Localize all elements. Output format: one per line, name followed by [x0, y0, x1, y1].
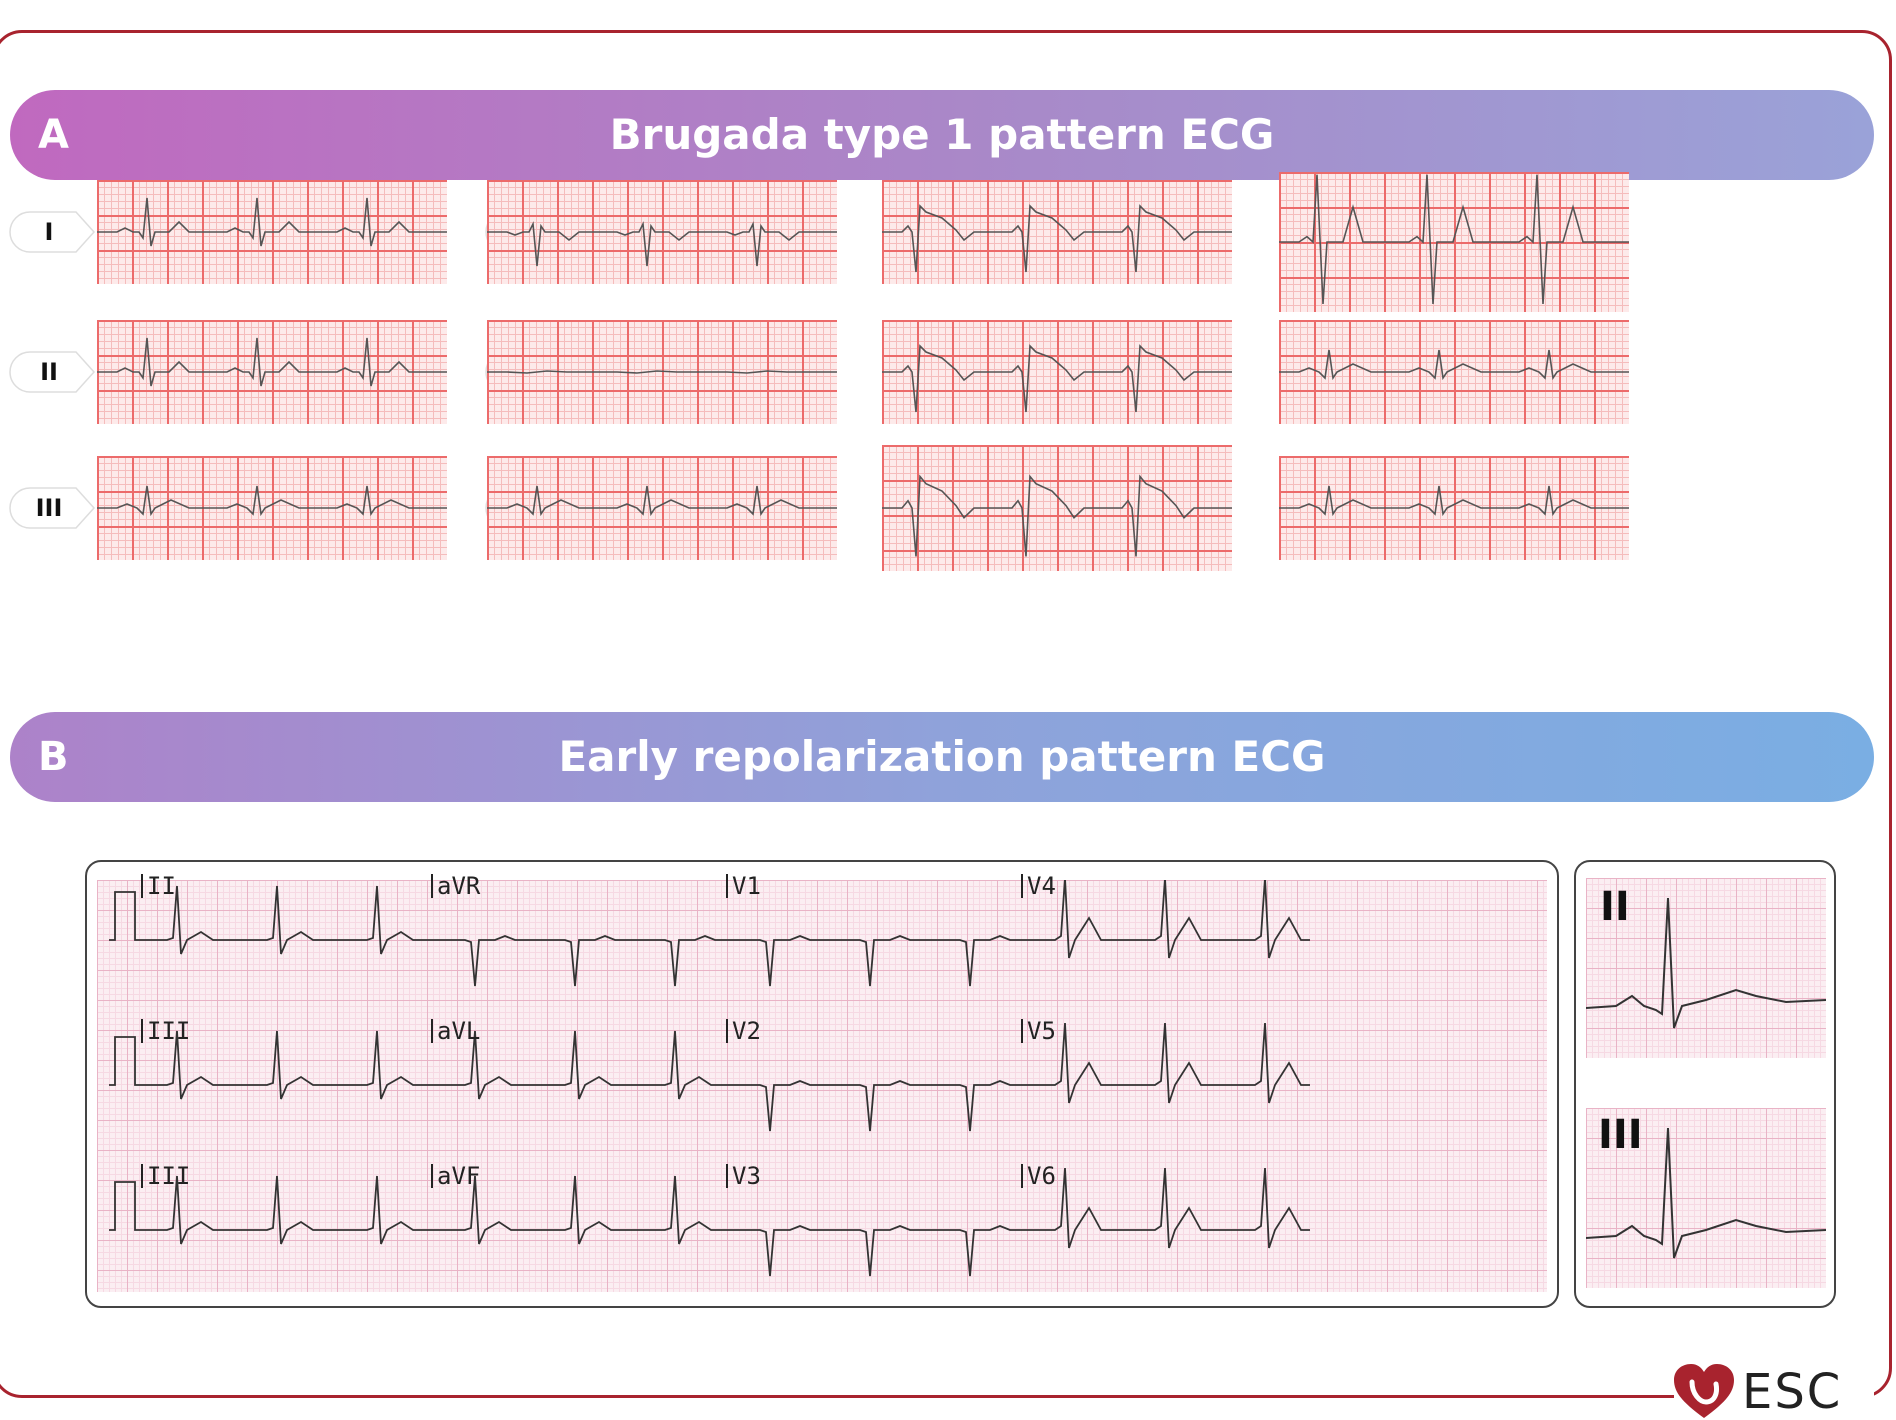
- ecg-trace: [97, 337, 447, 387]
- ecg-strip: [487, 456, 837, 560]
- er-row-trace: [109, 1167, 1310, 1277]
- zoom-iii-label: III: [1598, 1112, 1643, 1158]
- section-a-letter: A: [38, 112, 69, 158]
- zoom-ii-trace: [1586, 897, 1826, 1029]
- figure-frame: [0, 30, 1892, 1398]
- lead-label-text: III: [35, 494, 63, 522]
- ecg-traces: [109, 880, 1310, 1277]
- zoom-ii-label: II: [1600, 884, 1630, 930]
- er-row-trace: [109, 1022, 1310, 1132]
- er-row-trace: [109, 880, 1310, 987]
- er-lead-label: aVF: [431, 1164, 480, 1188]
- er-lead-label: III: [141, 1019, 190, 1043]
- ecg-trace: [882, 204, 1232, 273]
- ecg-trace: [487, 370, 837, 374]
- section-a-title: Brugada type 1 pattern ECG: [609, 110, 1275, 159]
- er-lead-label: III: [141, 1164, 190, 1188]
- ecg-strip: [1279, 320, 1629, 424]
- ecg-strip: [882, 445, 1232, 571]
- ecg-strip: [487, 180, 837, 284]
- ecg-strip: [97, 320, 447, 424]
- ecg-trace: [1279, 174, 1629, 304]
- ecg-strip: [882, 180, 1232, 284]
- ecg-strip: [882, 320, 1232, 424]
- er-lead-label: II: [141, 874, 176, 898]
- ecg-trace: [487, 221, 837, 267]
- zoom-ii-paper: II: [1586, 878, 1826, 1058]
- zoom-trace: [1586, 1127, 1826, 1259]
- section-b-banner: B Early repolarization pattern ECG: [10, 712, 1874, 802]
- ecg-trace: [1279, 349, 1629, 381]
- ecg-trace: [882, 344, 1232, 413]
- er-lead-label: V6: [1021, 1164, 1056, 1188]
- ecg-trace: [882, 474, 1232, 557]
- section-b-letter: B: [38, 734, 69, 780]
- er-lead-label: V3: [726, 1164, 761, 1188]
- ecg-strip: [1279, 172, 1629, 312]
- lead-label-text: I: [44, 218, 54, 246]
- ecg-trace: [97, 197, 447, 247]
- esc-logo: ESC: [1672, 1360, 1850, 1420]
- section-a-banner: A Brugada type 1 pattern ECG: [10, 90, 1874, 180]
- er-lead-label: V2: [726, 1019, 761, 1043]
- ecg-strip: [97, 180, 447, 284]
- er-lead-label: V5: [1021, 1019, 1056, 1043]
- zoom-iii-trace: [1586, 1127, 1826, 1259]
- heart-icon: [1674, 1364, 1734, 1418]
- er-lead-label: aVL: [431, 1019, 480, 1043]
- zoom-iii-paper: III: [1586, 1108, 1826, 1288]
- ecg-trace: [487, 485, 837, 517]
- ecg-trace: [1279, 485, 1629, 517]
- er-zoom-panel: II III: [1574, 860, 1836, 1308]
- ecg-strip: [1279, 456, 1629, 560]
- lead-label-text: II: [40, 358, 58, 386]
- ecg-trace: [97, 485, 447, 517]
- er-lead-label: aVR: [431, 874, 480, 898]
- zoom-trace: [1586, 897, 1826, 1029]
- esc-logo-text: ESC: [1742, 1364, 1843, 1420]
- er-lead-label: V1: [726, 874, 761, 898]
- ecg-strip: [487, 320, 837, 424]
- er-lead-label: V4: [1021, 874, 1056, 898]
- section-b-title: Early repolarization pattern ECG: [558, 732, 1326, 781]
- ecg-strip: [97, 456, 447, 560]
